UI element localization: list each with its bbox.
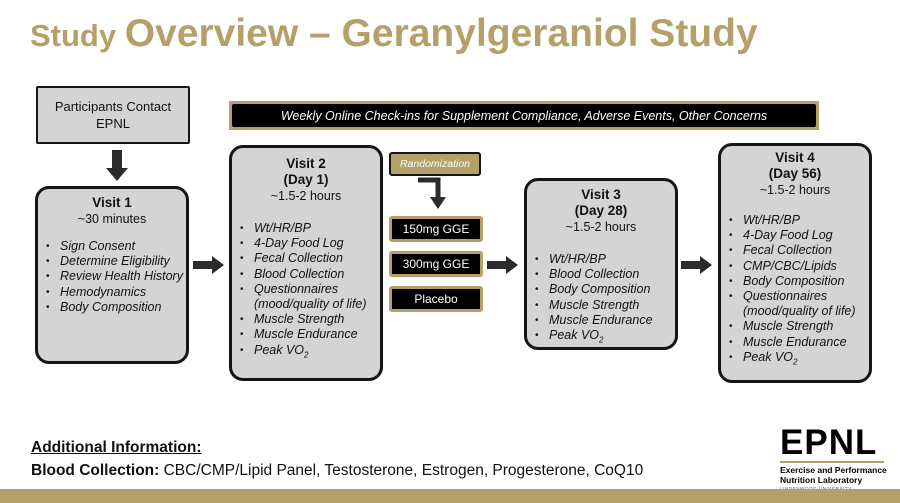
list-item: Muscle Strength	[232, 312, 380, 327]
right-arrow-icon	[681, 256, 712, 274]
list-item: Muscle Endurance	[527, 313, 675, 328]
list-item: 4-Day Food Log	[721, 228, 869, 243]
list-item: Fecal Collection	[721, 243, 869, 258]
logo-line1: Exercise and Performance	[780, 465, 887, 475]
visit-3-duration: ~1.5-2 hours	[565, 220, 637, 234]
right-arrow-icon	[487, 256, 518, 274]
list-item: Muscle Endurance	[721, 335, 869, 350]
visit-2-title: Visit 2	[286, 156, 326, 171]
blood-collection-info: Blood Collection: CBC/CMP/Lipid Panel, T…	[31, 462, 643, 480]
right-arrow-icon	[193, 256, 224, 274]
weekly-checkin-text: Weekly Online Check-ins for Supplement C…	[232, 104, 816, 127]
list-item: Fecal Collection	[232, 251, 380, 266]
visit-4-box: Visit 4 (Day 56) ~1.5-2 hours Wt/HR/BP 4…	[718, 143, 872, 383]
group-placebo: Placebo	[389, 286, 483, 312]
list-item: Body Composition	[527, 282, 675, 297]
logo-line3: LINDENWOOD UNIVERSITY	[780, 486, 892, 491]
additional-info-heading: Additional Information:	[31, 439, 202, 456]
logo-line2: Nutrition Laboratory	[780, 475, 863, 485]
visit-3-list: Wt/HR/BP Blood Collection Body Compositi…	[527, 252, 675, 348]
weekly-checkin-banner: Weekly Online Check-ins for Supplement C…	[229, 101, 819, 130]
visit-4-day: (Day 56)	[768, 166, 822, 181]
visit-4-list: Wt/HR/BP 4-Day Food Log Fecal Collection…	[721, 213, 869, 370]
list-item: Wt/HR/BP	[721, 213, 869, 228]
bent-arrow-icon	[418, 177, 446, 209]
visit-2-duration: ~1.5-2 hours	[270, 189, 342, 203]
contact-line2: EPNL	[96, 116, 130, 131]
list-item: Muscle Endurance	[232, 327, 380, 342]
epnl-logo: EPNL Exercise and Performance Nutrition …	[780, 423, 892, 491]
list-item: Questionnaires (mood/quality of life)	[232, 282, 380, 312]
list-item: Peak VO2	[232, 343, 380, 363]
visit-3-day: (Day 28)	[574, 203, 628, 218]
list-item: Body Composition	[38, 300, 186, 315]
list-item: Body Composition	[721, 274, 869, 289]
randomization-label: Randomization	[389, 152, 481, 176]
blood-collection-label: Blood Collection:	[31, 462, 160, 479]
visit-1-title: Visit 1	[92, 195, 132, 210]
title-part1: Study	[30, 18, 125, 53]
page-title: Study Overview – Geranylgeraniol Study	[30, 12, 758, 56]
logo-wordmark: EPNL	[780, 423, 878, 462]
visit-3-box: Visit 3 (Day 28) ~1.5-2 hours Wt/HR/BP B…	[524, 178, 678, 350]
bottom-accent-bar	[0, 489, 900, 503]
list-item: Determine Eligibility	[38, 254, 186, 269]
list-item: Wt/HR/BP	[527, 252, 675, 267]
list-item: Sign Consent	[38, 239, 186, 254]
list-item: CMP/CBC/Lipids	[721, 259, 869, 274]
list-item: Blood Collection	[527, 267, 675, 282]
group-300mg: 300mg GGE	[389, 251, 483, 277]
title-part2: Overview – Geranylgeraniol Study	[124, 12, 758, 55]
visit-3-title: Visit 3	[581, 187, 621, 202]
visit-2-box: Visit 2 (Day 1) ~1.5-2 hours Wt/HR/BP 4-…	[229, 145, 383, 381]
logo-divider	[780, 461, 884, 463]
contact-line1: Participants Contact	[54, 99, 172, 114]
visit-4-title: Visit 4	[775, 150, 815, 165]
list-item: Wt/HR/BP	[232, 221, 380, 236]
list-item: Peak VO2	[527, 328, 675, 348]
list-item: Muscle Strength	[527, 298, 675, 313]
list-item: Muscle Strength	[721, 319, 869, 334]
group-150mg: 150mg GGE	[389, 216, 483, 242]
list-item: Hemodynamics	[38, 285, 186, 300]
list-item: Review Health History	[38, 269, 186, 284]
visit-4-duration: ~1.5-2 hours	[759, 183, 831, 197]
list-item: Questionnaires (mood/quality of life)	[721, 289, 869, 319]
visit-2-day: (Day 1)	[283, 172, 329, 187]
visit-1-list: Sign Consent Determine Eligibility Revie…	[38, 239, 186, 315]
blood-collection-text: CBC/CMP/Lipid Panel, Testosterone, Estro…	[159, 462, 644, 479]
visit-1-duration: ~30 minutes	[77, 212, 147, 226]
visit-1-box: Visit 1 ~30 minutes Sign Consent Determi…	[35, 186, 189, 364]
participants-contact-box: Participants Contact EPNL	[36, 86, 190, 144]
list-item: Blood Collection	[232, 267, 380, 282]
list-item: 4-Day Food Log	[232, 236, 380, 251]
down-arrow-icon	[106, 150, 128, 181]
visit-2-list: Wt/HR/BP 4-Day Food Log Fecal Collection…	[232, 221, 380, 362]
list-item: Peak VO2	[721, 350, 869, 370]
